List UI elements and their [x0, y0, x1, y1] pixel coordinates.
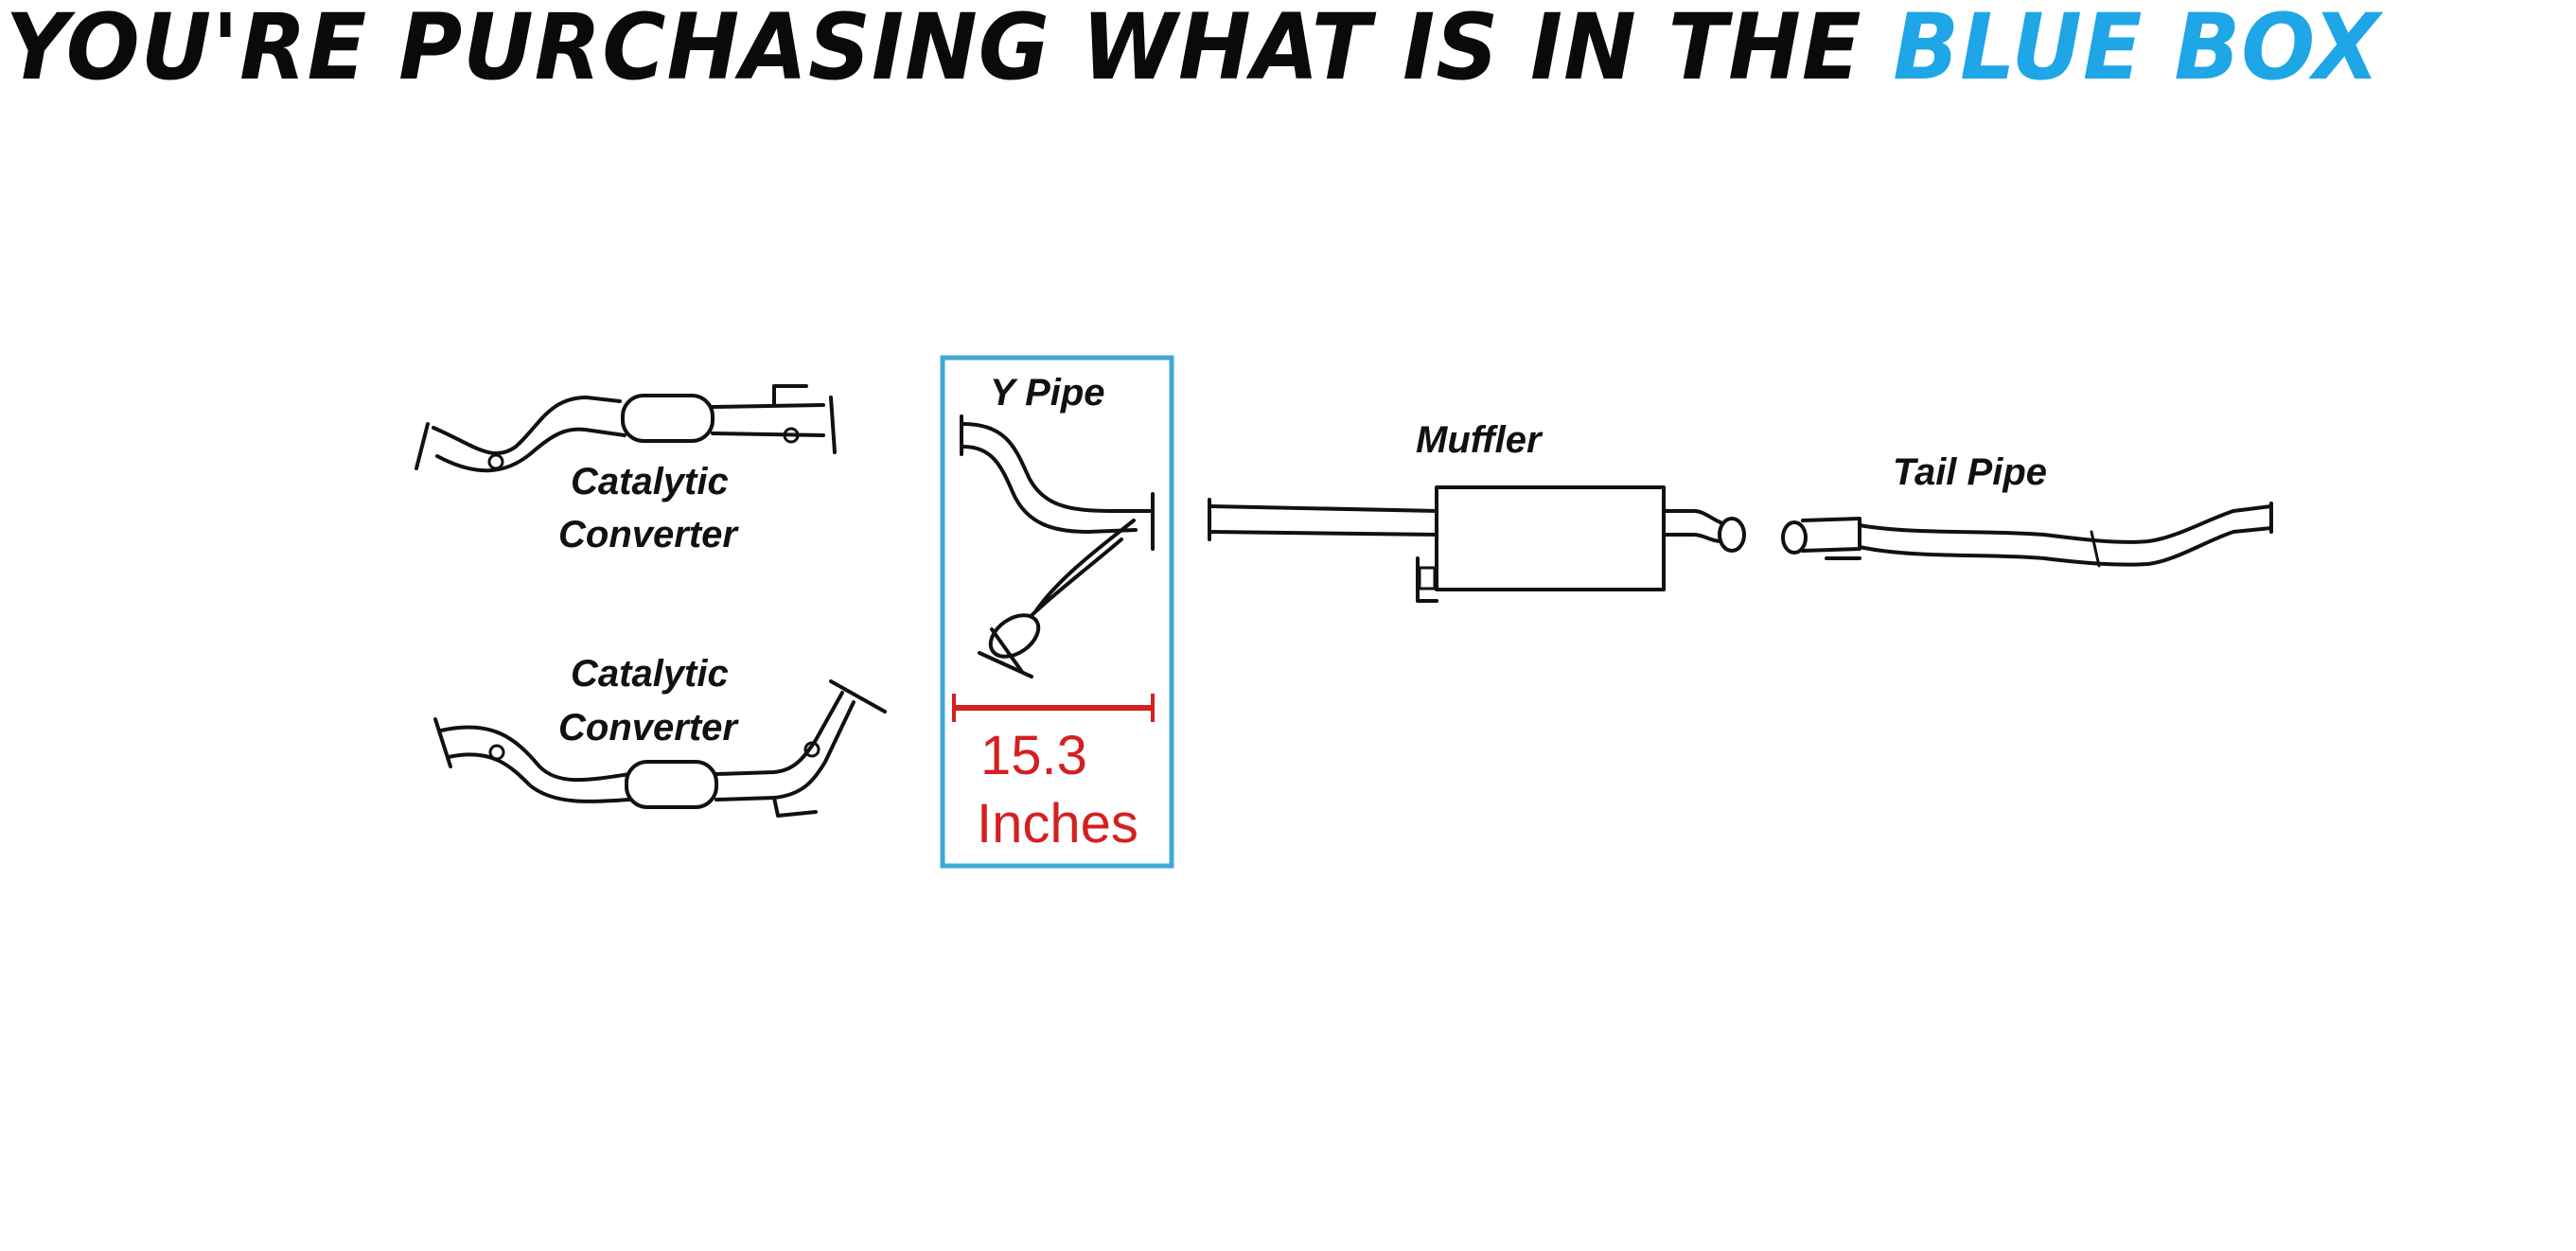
headline-text: YOU'RE PURCHASING WHAT IS IN THE [5, 0, 1862, 100]
catalytic-upper-label-line2: Converter [558, 514, 739, 555]
y-pipe-label: Y Pipe [990, 372, 1105, 414]
y-pipe-drawing [960, 414, 1155, 678]
catalytic-converter-lower-drawing [433, 679, 887, 818]
measurement-marker [952, 694, 1155, 722]
tail-pipe-drawing [1781, 502, 2273, 568]
catalytic-lower-label-line1: Catalytic [571, 653, 729, 695]
muffler-drawing [1208, 485, 1746, 603]
catalytic-lower-label-line2: Converter [558, 707, 739, 749]
measurement-value: 15.3 [980, 725, 1087, 786]
selection-box [940, 355, 1174, 869]
muffler-label: Muffler [1416, 419, 1544, 461]
catalytic-upper-label-line1: Catalytic [571, 461, 729, 502]
catalytic-converter-upper-drawing [415, 384, 837, 473]
headline-highlight: BLUE BOX [1893, 0, 2381, 100]
tail-pipe-label: Tail Pipe [1893, 451, 2047, 493]
page-headline: YOU'RE PURCHASING WHAT IS IN THE BLUE BO… [0, 0, 2465, 95]
measurement-unit: Inches [977, 793, 1138, 855]
